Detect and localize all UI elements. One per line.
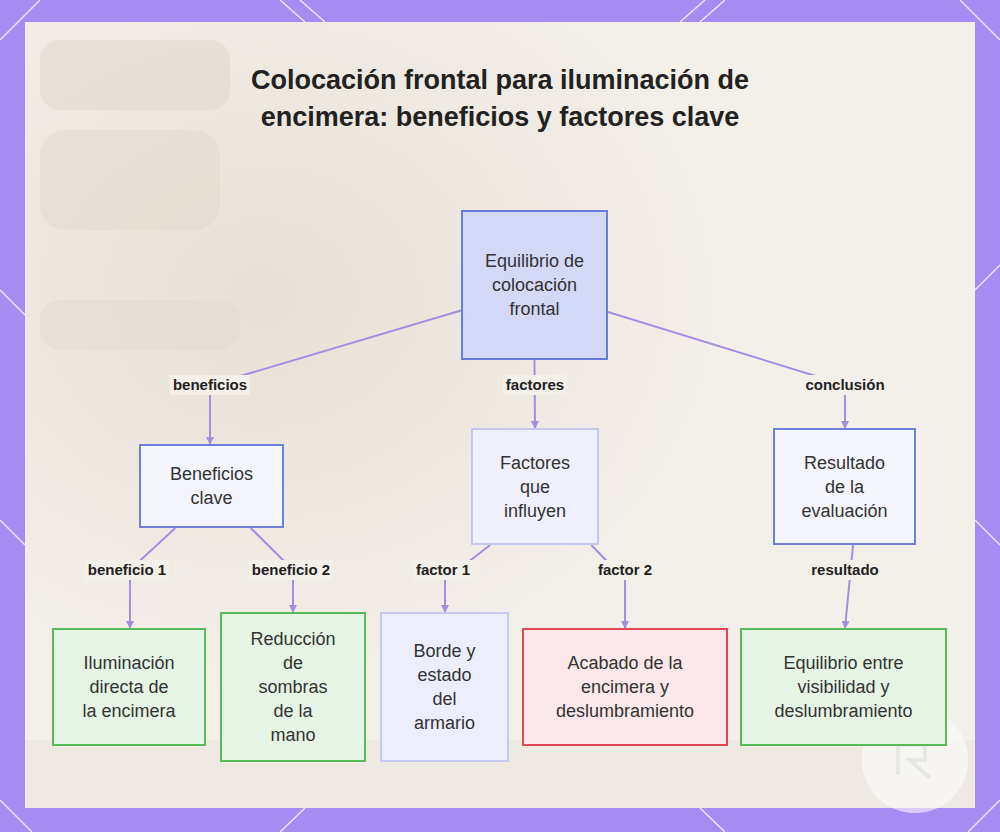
leaf-box: Iluminación directa de la encimera (52, 628, 206, 746)
node-text: Borde y estado del armario (407, 639, 482, 735)
edge-label: factor 2 (595, 560, 655, 580)
diagram-title: Colocación frontal para iluminación de e… (220, 62, 780, 136)
root-box: Equilibrio de colocación frontal (461, 210, 608, 360)
node-text: Equilibrio de colocación frontal (485, 249, 585, 321)
node-text: Beneficios clave (157, 462, 267, 510)
node-text: Factores que influyen (488, 451, 583, 523)
leaf-box: Acabado de la encimera y deslumbramiento (522, 628, 728, 746)
connector (845, 545, 853, 628)
leaf-box: Equilibrio entre visibilidad y deslumbra… (740, 628, 947, 746)
leaf-box: Reducción de sombras de la mano (220, 612, 366, 762)
node-text: Equilibrio entre visibilidad y deslumbra… (761, 651, 926, 723)
edge-label: beneficios (170, 375, 250, 395)
node-text: Resultado de la evaluación (795, 451, 895, 523)
edge-label: conclusión (802, 375, 887, 395)
edge-label: resultado (808, 560, 882, 580)
connector (591, 545, 625, 628)
connector (608, 312, 845, 428)
node-text: Iluminación directa de la encimera (81, 651, 177, 723)
node-text: Reducción de sombras de la mano (249, 627, 337, 747)
category-box: Beneficios clave (139, 444, 284, 528)
node-text: Acabado de la encimera y deslumbramiento (540, 651, 710, 723)
category-box: Factores que influyen (471, 428, 599, 545)
category-box: Resultado de la evaluación (773, 428, 916, 545)
leaf-box: Borde y estado del armario (380, 612, 509, 762)
edge-label: beneficio 1 (85, 560, 169, 580)
edge-label: factores (503, 375, 567, 395)
edge-label: factor 1 (413, 560, 473, 580)
edge-label: beneficio 2 (249, 560, 333, 580)
